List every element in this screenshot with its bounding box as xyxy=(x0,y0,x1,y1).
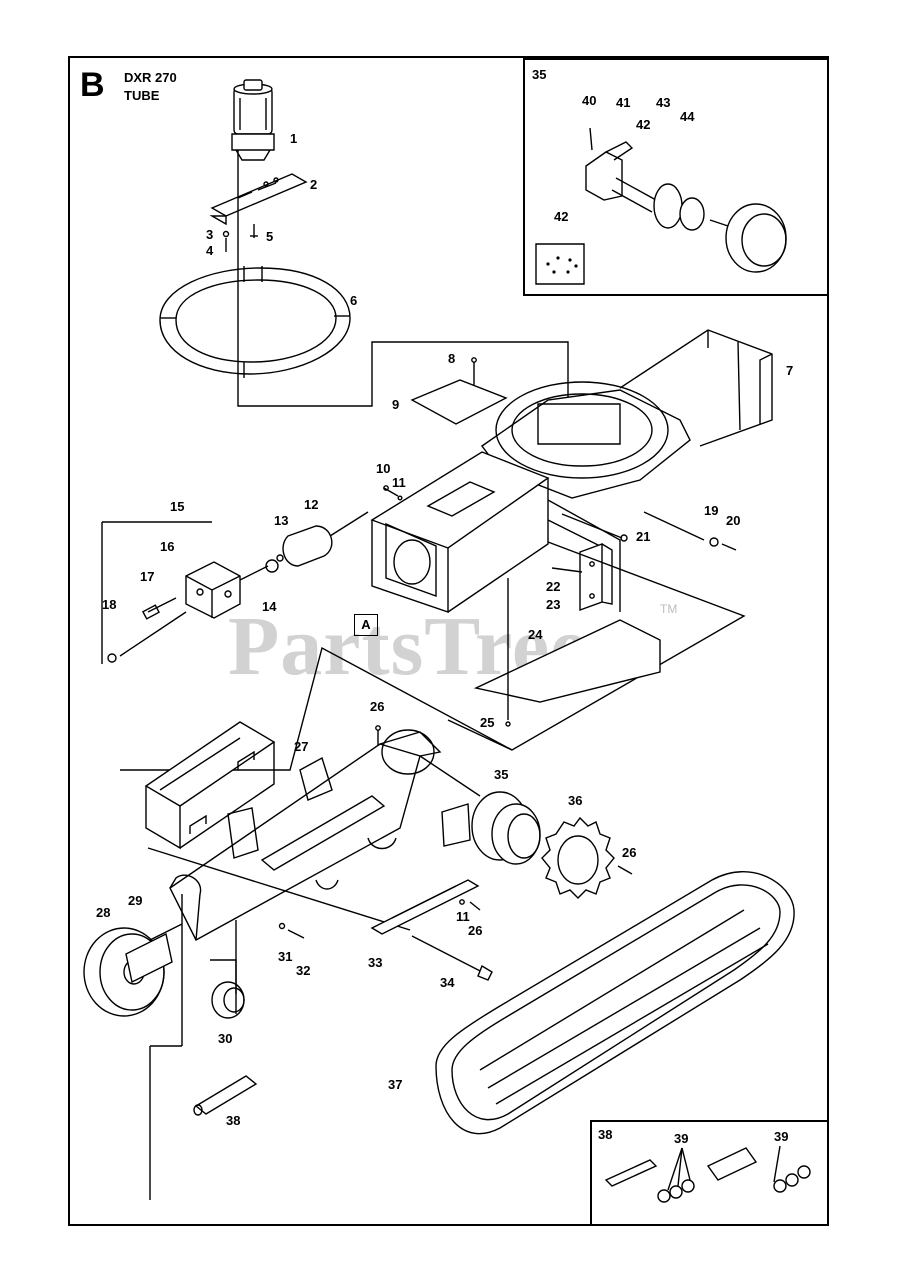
model-label: DXR 270 xyxy=(124,70,177,85)
callout: 41 xyxy=(616,95,631,110)
callout: 16 xyxy=(160,539,175,554)
callout: 17 xyxy=(140,569,155,584)
callout: 10 xyxy=(376,461,391,476)
ring-gear-part-6 xyxy=(160,266,350,378)
callout: 19 xyxy=(704,503,719,518)
callout: 34 xyxy=(440,975,455,990)
callout: 20 xyxy=(726,513,741,528)
inset-42-dots xyxy=(546,256,578,274)
roller-part-30 xyxy=(210,920,244,1018)
inset-38-art xyxy=(606,1146,810,1202)
callout: 28 xyxy=(96,905,111,920)
callout: 35 xyxy=(494,767,509,782)
callout: 26 xyxy=(468,923,483,938)
fasteners-3-4-5 xyxy=(224,224,259,252)
callout: 37 xyxy=(388,1077,403,1092)
callout: 39 xyxy=(774,1129,789,1144)
callout: 6 xyxy=(350,293,358,308)
callout: 3 xyxy=(206,227,214,242)
callout: 7 xyxy=(786,363,794,378)
callout: 43 xyxy=(656,95,671,110)
callout: 22 xyxy=(546,579,561,594)
inset-35-art xyxy=(536,128,786,284)
inset-38-title: 38 xyxy=(598,1127,613,1142)
plate-24-and-lines xyxy=(120,542,744,770)
callout: 44 xyxy=(680,109,695,124)
callout: 11 xyxy=(392,475,406,490)
screw-10-11 xyxy=(384,486,402,500)
callout: 31 xyxy=(278,949,293,964)
callout: 9 xyxy=(392,397,400,412)
motor-part-1 xyxy=(232,80,274,160)
callout: 5 xyxy=(266,229,274,244)
sprocket-part-36 xyxy=(542,818,632,898)
inset-35-title: 35 xyxy=(532,67,547,82)
callout: 27 xyxy=(294,739,309,754)
callout: 42 xyxy=(636,117,651,132)
pin-part-38 xyxy=(150,894,256,1200)
callout: 39 xyxy=(674,1131,689,1146)
callout: 13 xyxy=(274,513,289,528)
track-frame xyxy=(148,730,440,940)
callout: 12 xyxy=(304,497,319,512)
callout: 25 xyxy=(480,715,495,730)
bracket-part-2 xyxy=(212,174,306,224)
watermark-trademark: TM xyxy=(660,602,678,616)
callout: 40 xyxy=(582,93,597,108)
callout: 26 xyxy=(622,845,637,860)
gear-motor-part-35 xyxy=(420,756,540,864)
callout: 8 xyxy=(448,351,456,366)
callout: 33 xyxy=(368,955,383,970)
callout: 2 xyxy=(310,177,318,192)
idler-wheel-part-28 xyxy=(84,924,182,1016)
callout: 4 xyxy=(206,243,214,258)
callout: 21 xyxy=(636,529,651,544)
reference-box-a: A xyxy=(354,614,378,636)
section-letter: B xyxy=(80,66,105,104)
assembly-label: TUBE xyxy=(124,88,160,103)
carrier-part-27 xyxy=(146,722,274,848)
main-tube-part-7 xyxy=(372,330,772,612)
valve-assembly-12-18 xyxy=(102,512,368,664)
callout: 11 xyxy=(456,909,470,924)
rubber-track-part-37 xyxy=(436,872,794,1134)
callout: 30 xyxy=(218,1031,233,1046)
plate-part-9 xyxy=(412,358,506,424)
diagram-border xyxy=(68,56,829,1226)
callout: 38 xyxy=(226,1113,241,1128)
bracket-22-23 xyxy=(552,544,612,610)
callout: 15 xyxy=(170,499,185,514)
callout: 18 xyxy=(102,597,117,612)
callout: 23 xyxy=(546,597,561,612)
callout: 24 xyxy=(528,627,543,642)
callout: 29 xyxy=(128,893,143,908)
callout: 32 xyxy=(296,963,311,978)
callout: 1 xyxy=(290,131,298,146)
callout: 42 xyxy=(554,209,569,224)
callout: 14 xyxy=(262,599,277,614)
bolts-19-20-21 xyxy=(562,512,736,550)
adjuster-33 xyxy=(372,880,478,934)
callout: 36 xyxy=(568,793,583,808)
callout: 26 xyxy=(370,699,385,714)
